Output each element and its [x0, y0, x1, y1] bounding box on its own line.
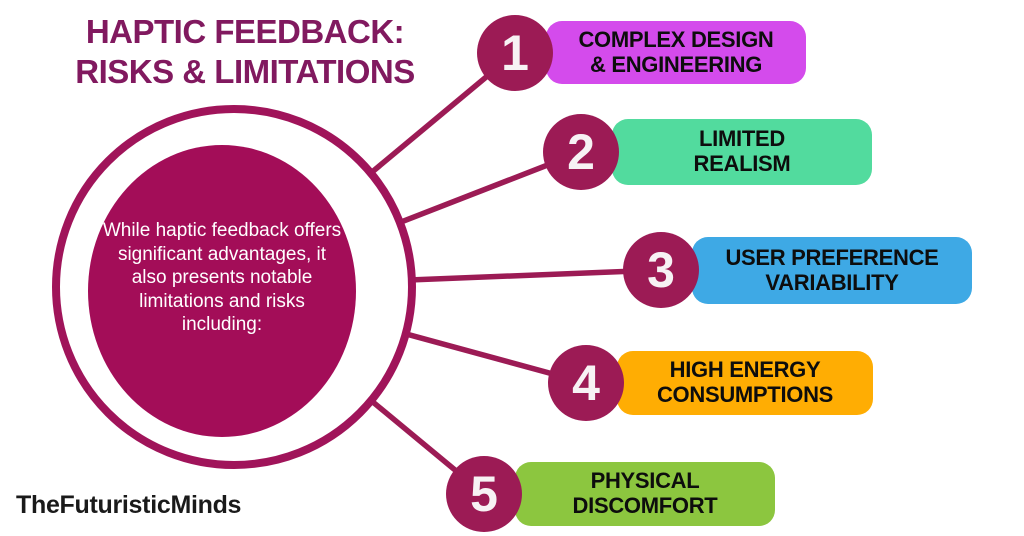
risk-pill-2: LIMITED REALISM	[612, 119, 872, 185]
number-badge-3: 3	[623, 232, 699, 308]
risk-pill-5-line-2: DISCOMFORT	[572, 493, 718, 518]
risk-pill-3-line-1: USER PREFERENCE	[725, 244, 939, 270]
page-title: HAPTIC FEEDBACK: RISKS & LIMITATIONS	[25, 12, 465, 93]
risk-pill-4: HIGH ENERGY CONSUMPTIONS	[617, 351, 873, 415]
title-line-2: RISKS & LIMITATIONS	[75, 53, 415, 91]
risk-pill-5: PHYSICAL DISCOMFORT	[515, 462, 775, 526]
risk-pill-2-line-1: LIMITED	[699, 126, 785, 152]
risk-pill-4-line-1: HIGH ENERGY	[669, 357, 821, 383]
number-badge-2: 2	[543, 114, 619, 190]
risk-pill-2-line-2: REALISM	[693, 151, 791, 176]
title-line-1: HAPTIC FEEDBACK:	[85, 13, 405, 50]
risk-pill-1: COMPLEX DESIGN & ENGINEERING	[546, 21, 806, 84]
number-badge-4: 4	[548, 345, 624, 421]
risk-pill-1-line-1: COMPLEX DESIGN	[578, 26, 774, 52]
risk-pill-3-line-2: VARIABILITY	[765, 269, 899, 295]
center-circle	[88, 145, 356, 437]
risk-pill-5-line-1: PHYSICAL	[590, 468, 700, 494]
risk-pill-1-line-2: & ENGINEERING	[589, 51, 763, 77]
center-circle-text: While haptic feedback offers significant…	[102, 220, 342, 336]
number-badge-5: 5	[446, 456, 522, 532]
number-badge-1: 1	[477, 15, 553, 91]
brand-footer: TheFuturisticMinds	[16, 491, 242, 519]
risk-pill-4-line-2: CONSUMPTIONS	[656, 382, 834, 407]
risk-pill-3: USER PREFERENCE VARIABILITY	[692, 237, 972, 304]
